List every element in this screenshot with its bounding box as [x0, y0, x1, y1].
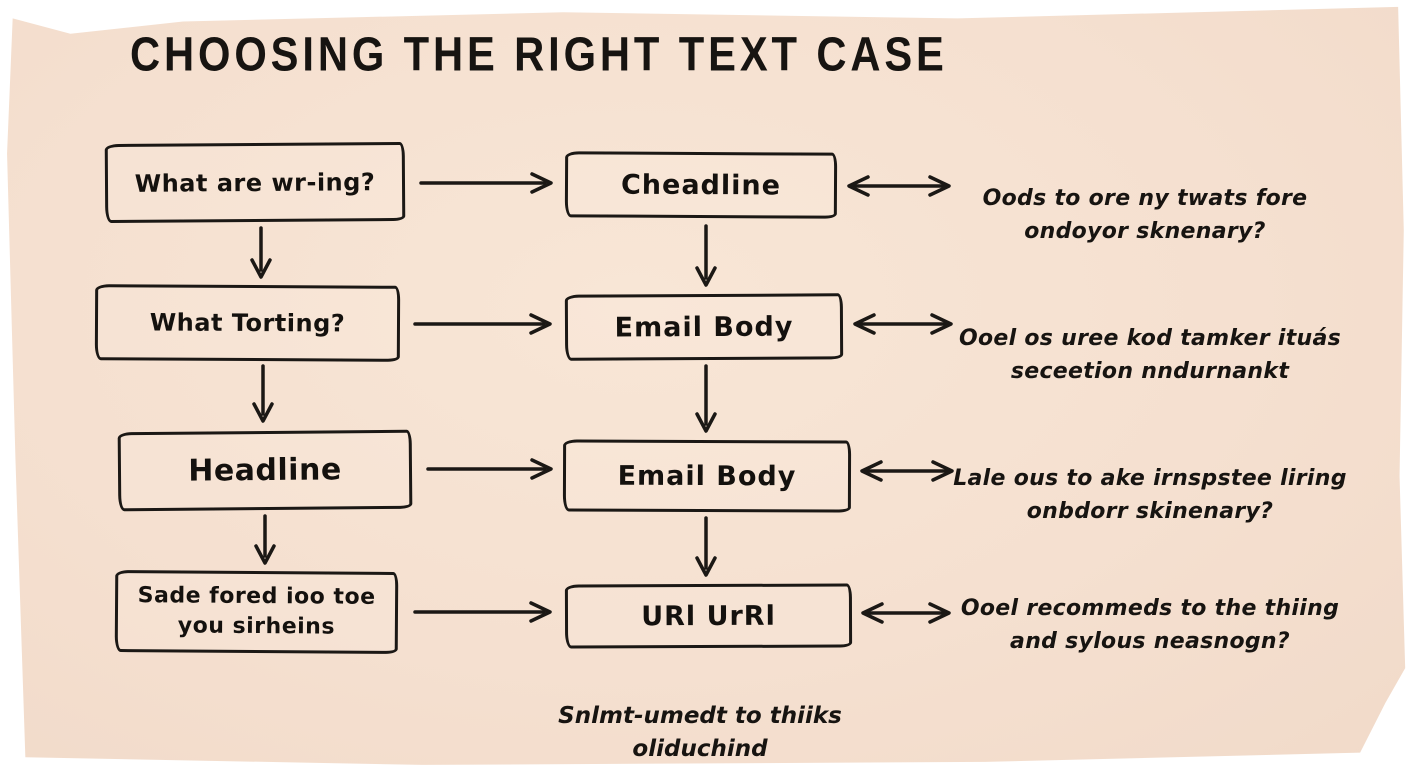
left-node-row2: What Torting? — [94, 284, 401, 362]
annotation-row4-line1: Ooel recommeds to the thiing — [960, 596, 1340, 621]
left-node-row3: Headline — [117, 429, 413, 512]
annotation-row1-line1: Oods to ore ny twats fore — [982, 186, 1308, 211]
left-node-row1: What are wr-ing? — [104, 141, 406, 224]
middle-node-row2: Email Body — [564, 293, 844, 361]
arrow-right-row1 — [418, 170, 558, 196]
footer-caption-line1: Snlmt-umedt to thiiks — [558, 703, 842, 729]
left-node-row4: Sade fored ioo toe you sirheins — [114, 570, 399, 654]
middle-node-row1-label: Cheadline — [620, 169, 782, 201]
left-node-row4-label: Sade fored ioo toe — [137, 583, 376, 611]
annotation-row4: Ooel recommeds to the thiing and sylous … — [950, 592, 1350, 658]
footer-caption: Snlmt-umedt to thiiks oliduchind — [470, 700, 930, 767]
diagram-title: CHOOSING THE RIGHT TEXT CASE — [130, 28, 948, 82]
middle-node-row4: URl UrRl — [564, 583, 853, 649]
arrow-down-left-3 — [252, 514, 278, 568]
arrow-right-row2 — [412, 311, 557, 337]
left-node-row1-label: What are wr-ing? — [134, 167, 376, 198]
arrow-down-middle-2 — [693, 364, 719, 436]
annotation-row3: Lale ous to ake irnspstee liring onbdorr… — [950, 462, 1350, 528]
middle-node-row3-label: Email Body — [617, 460, 797, 492]
arrow-double-row1 — [842, 173, 956, 199]
annotation-row4-line2: and sylous neasnogn? — [1010, 629, 1290, 654]
arrow-down-middle-1 — [693, 224, 719, 290]
annotation-row3-line1: Lale ous to ake irnspstee liring — [953, 466, 1347, 491]
left-node-row3-label: Headline — [188, 452, 342, 489]
annotation-row2: Ooel os uree kod tamker ituás seceetion … — [950, 322, 1350, 388]
arrow-double-row2 — [848, 311, 958, 337]
annotation-row3-line2: onbdorr skinenary? — [1026, 499, 1274, 524]
middle-node-row1: Cheadline — [564, 151, 838, 219]
arrow-right-row3 — [425, 456, 558, 482]
left-node-row4-label2: you sirheins — [177, 613, 336, 640]
arrow-down-middle-3 — [693, 516, 719, 580]
middle-node-row4-label: URl UrRl — [641, 600, 776, 632]
annotation-row2-line2: seceetion nndurnankt — [1010, 359, 1290, 384]
middle-node-row2-label: Email Body — [614, 311, 794, 343]
annotation-row1-line2: ondoyor sknenary? — [1024, 219, 1266, 244]
annotation-row1: Oods to ore ny twats fore ondoyor sknena… — [950, 182, 1340, 248]
arrow-down-left-1 — [248, 226, 274, 282]
left-node-row2-label: What Torting? — [149, 308, 346, 338]
arrow-double-row3 — [855, 458, 959, 484]
arrow-down-left-2 — [250, 364, 276, 426]
middle-node-row3: Email Body — [562, 439, 852, 513]
arrow-right-row4 — [412, 599, 557, 625]
annotation-row2-line1: Ooel os uree kod tamker ituás — [958, 326, 1342, 351]
footer-caption-line2: oliduchind — [632, 736, 768, 763]
arrow-double-row4 — [856, 600, 956, 626]
